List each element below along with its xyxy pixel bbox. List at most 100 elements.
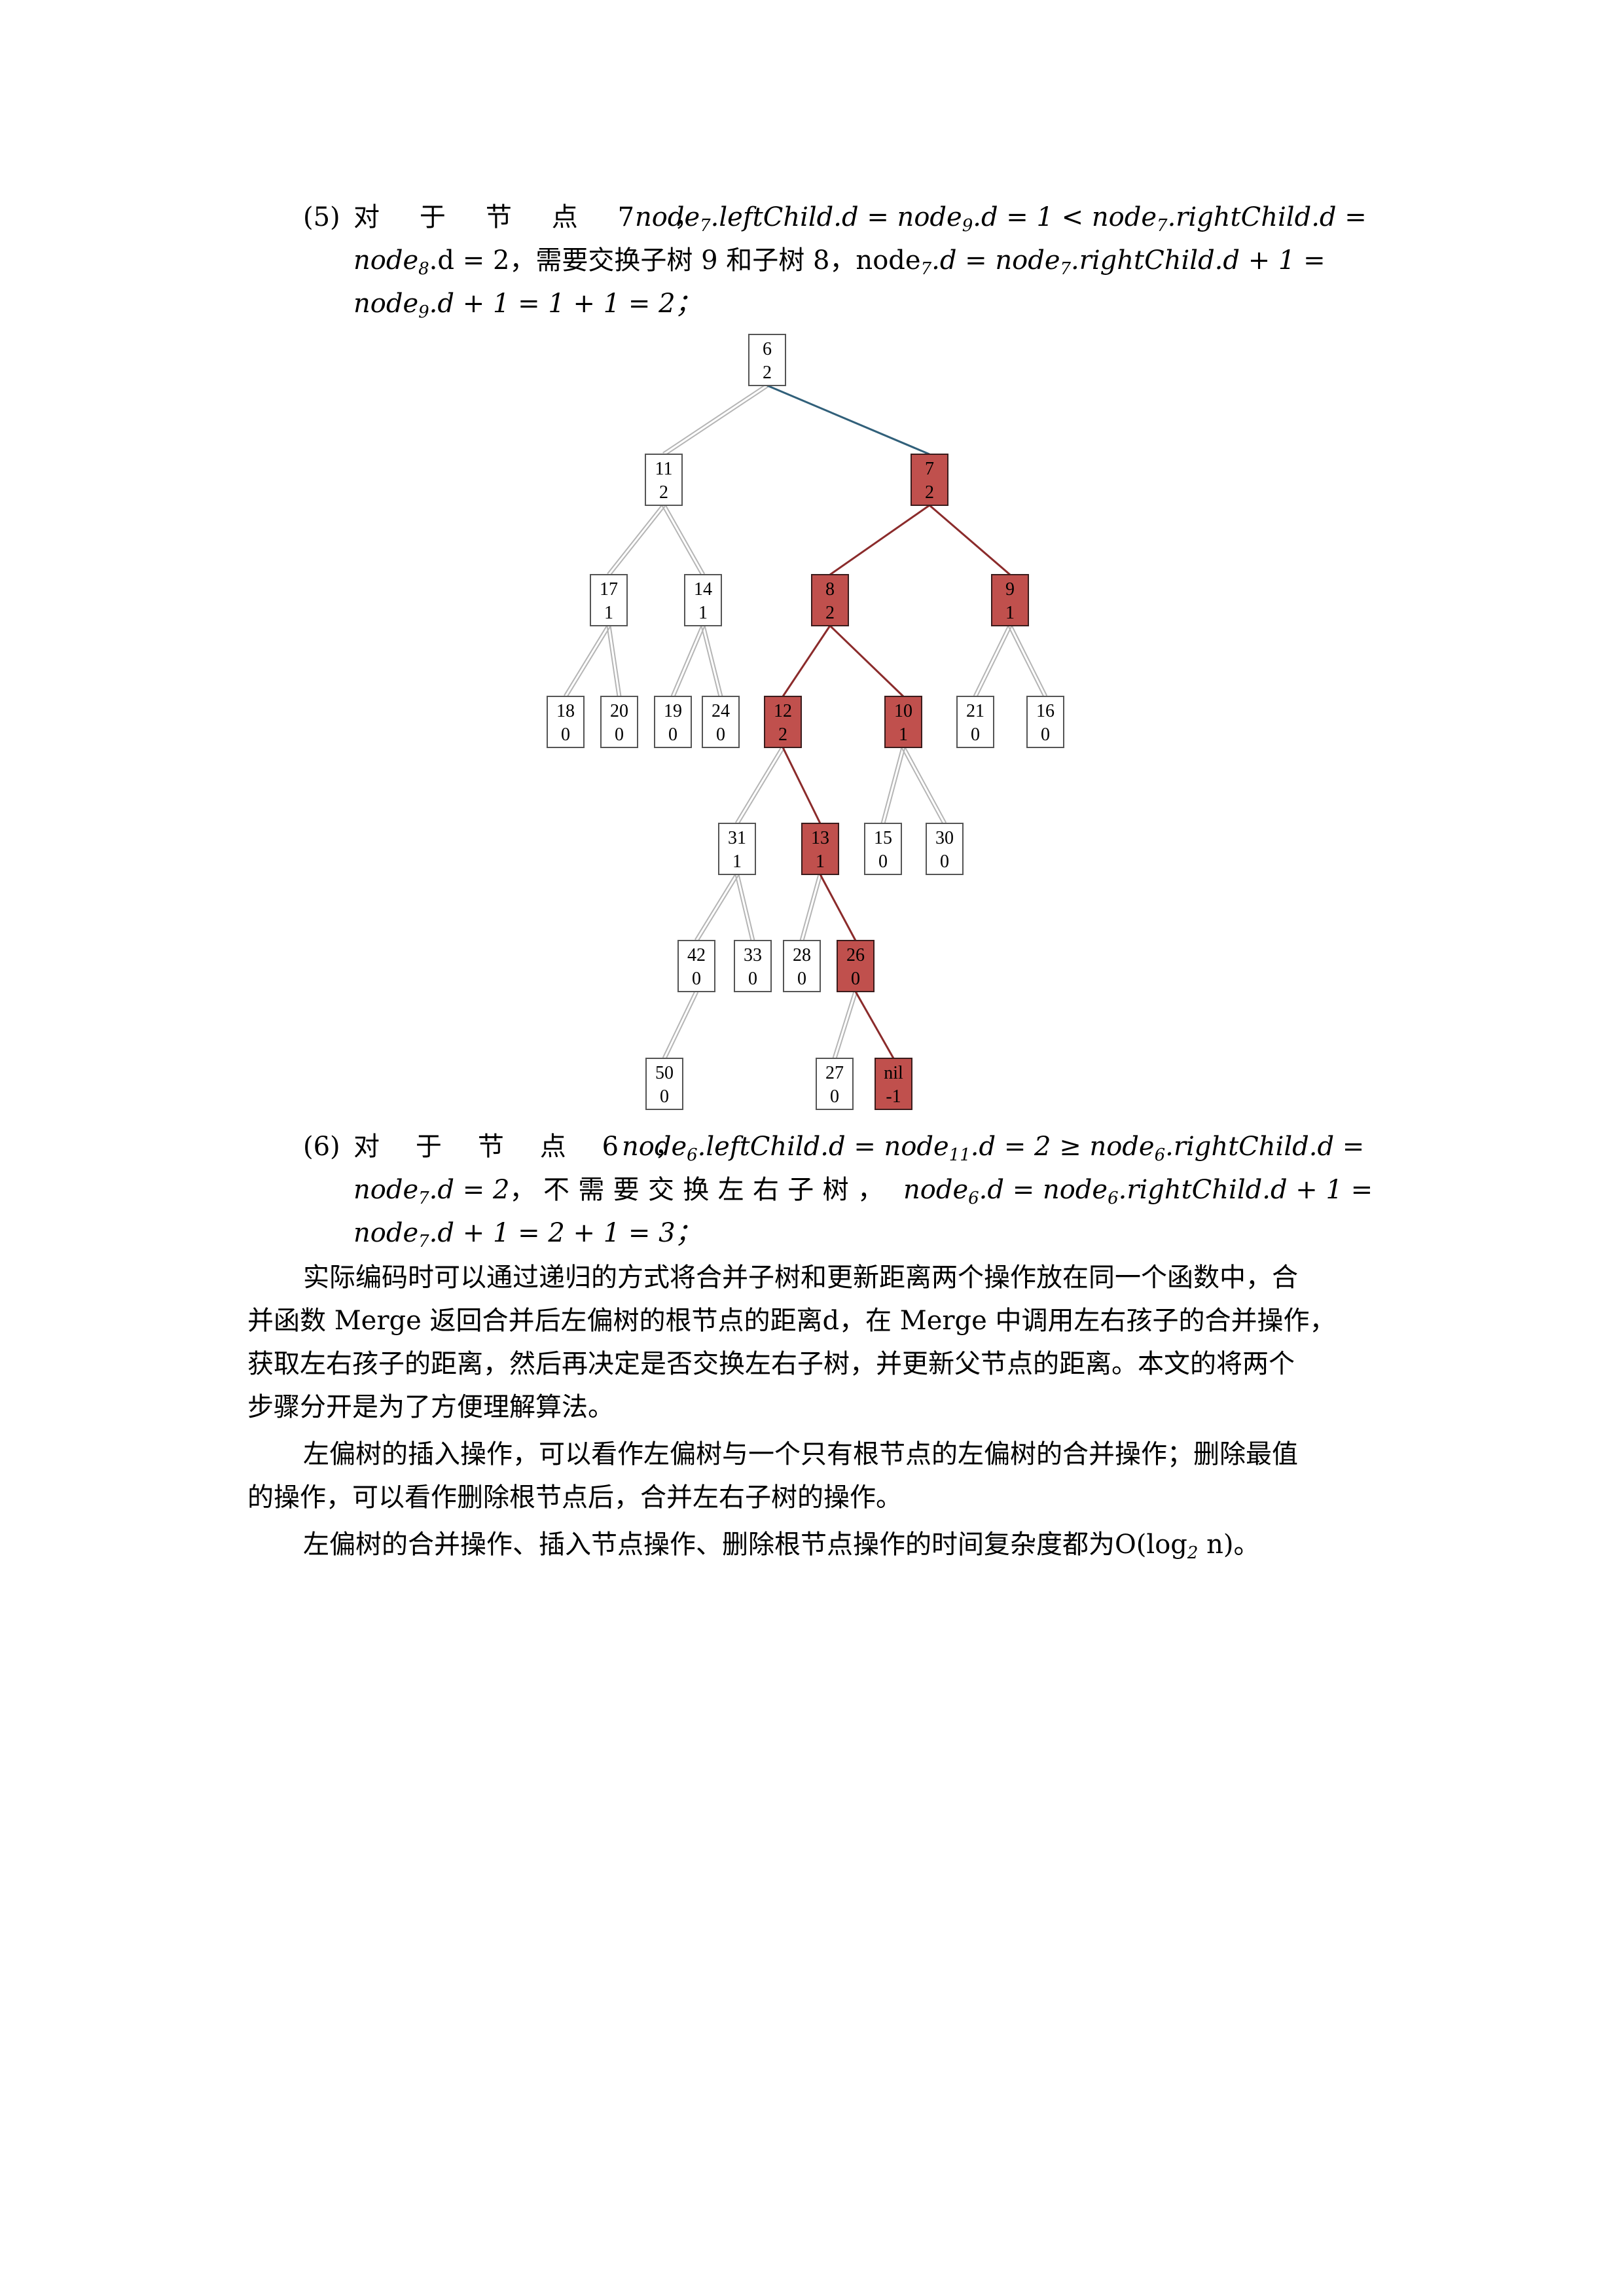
tree-edge-n13-n28 — [799, 874, 820, 941]
tree-edge-n9-n21 — [976, 626, 1013, 698]
math-text: .rightChild.d + 1 = — [1071, 245, 1326, 276]
tree-node-key: 27 — [825, 1063, 844, 1083]
tree-node-distance: 0 — [971, 725, 980, 745]
tree-node-box — [875, 1058, 912, 1110]
tree-node-27: 270 — [816, 1058, 854, 1110]
tree-node-box — [645, 454, 683, 506]
tree-node-distance: 0 — [878, 852, 888, 872]
tree-node-distance: 1 — [604, 603, 613, 623]
tree-edge-n9-n16 — [1007, 626, 1045, 698]
tree-edge-n9-n16 — [1011, 624, 1048, 696]
subscript: 9 — [418, 302, 429, 322]
tree-node-box — [677, 940, 715, 992]
item-6-line1-math: node6.leftChild.d = node11.d = 2 ≥ node6… — [622, 1126, 1364, 1176]
tree-node-box — [911, 454, 948, 506]
tree-node-box — [654, 696, 692, 748]
tree-node-9: 91 — [991, 574, 1029, 626]
tree-edge-n9-n21 — [973, 624, 1009, 696]
tree-node-distance: 2 — [925, 482, 934, 503]
tree-node-key: 15 — [874, 828, 892, 848]
math-text: .d + 1 = 2 + 1 = 3； — [429, 1218, 702, 1248]
tree-edge-n31-n33 — [734, 874, 752, 941]
tree-edge-n8-n10 — [829, 624, 905, 698]
tree-node-box — [926, 823, 964, 875]
tree-node-box — [837, 940, 875, 992]
tree-node-distance: 0 — [830, 1086, 839, 1107]
tree-edge-n6-n11 — [662, 384, 767, 454]
math-text: .d + 1 = 1 + 1 = 2； — [429, 289, 702, 319]
tree-edge-n14-n24 — [704, 625, 723, 696]
tree-node-key: 9 — [1005, 579, 1015, 600]
word: 左 — [717, 1175, 744, 1205]
subscript: 9 — [962, 216, 973, 236]
math-text: node — [353, 1175, 419, 1205]
tree-node-box — [764, 696, 802, 748]
math-text: .d = node — [979, 1175, 1108, 1205]
word: 树 — [822, 1175, 849, 1205]
tree-node-box — [734, 940, 772, 992]
tree-node-12: 122 — [764, 696, 802, 748]
subscript: 7 — [1060, 259, 1072, 279]
tree-edge-n12-n13 — [782, 747, 821, 824]
tree-node-key: 14 — [694, 579, 712, 600]
tree-node-key: 10 — [894, 701, 912, 721]
math-text: node — [622, 1132, 687, 1162]
word: 点 — [551, 202, 578, 232]
word: 换 — [683, 1175, 710, 1205]
paragraph-line: 实际编码时可以通过递归的方式将合并子树和更新距离两个操作放在同一个函数中，合 — [303, 1263, 1298, 1293]
word: 子 — [787, 1175, 814, 1205]
paragraph-line: 步骤分开是为了方便理解算法。 — [247, 1392, 614, 1422]
tree-node-box — [783, 940, 821, 992]
word: 要 — [613, 1175, 640, 1205]
subscript: 7 — [418, 1232, 429, 1251]
tree-edge-n7-n9 — [929, 504, 1011, 576]
math-text: node — [903, 1175, 969, 1205]
math-text: .leftChild.d = node — [710, 202, 962, 232]
tree-node-key: 12 — [774, 701, 792, 721]
tree-edge-n14-n19 — [670, 624, 702, 696]
math-text: node — [635, 202, 700, 232]
tree-node-key: 8 — [825, 579, 835, 600]
tree-edge-n12-n31 — [735, 746, 782, 823]
tree-node-distance: 0 — [851, 969, 860, 989]
tree-edge-n8-n12 — [782, 625, 831, 697]
word: 节 — [485, 202, 512, 232]
tree-node-key: 19 — [664, 701, 682, 721]
item-6-line3: node7.d + 1 = 2 + 1 = 3； — [353, 1212, 702, 1263]
subscript: 7 — [920, 259, 932, 279]
tree-node-distance: 0 — [1041, 725, 1050, 745]
tree-node-distance: 0 — [716, 725, 725, 745]
tree-node-box — [702, 696, 740, 748]
word: ， — [654, 1132, 681, 1162]
tree-node-nil: nil-1 — [875, 1058, 912, 1110]
tree-edge-n12-n31 — [738, 747, 785, 825]
subscript: 6 — [687, 1145, 698, 1165]
word: 对 — [353, 1132, 380, 1162]
tree-node-33: 330 — [734, 940, 772, 992]
tree-edge-n17-n20 — [609, 625, 622, 696]
tree-node-distance: 2 — [825, 603, 835, 623]
tree-edge-n11-n14 — [661, 505, 702, 576]
tree-node-10: 101 — [884, 696, 922, 748]
subscript: 8 — [418, 259, 429, 279]
tree-edge-n17-n18 — [566, 626, 611, 698]
item-5-line1-words: 对 于 节 点 7 ， — [353, 196, 700, 238]
tree-node-21: 210 — [956, 696, 994, 748]
tree-node-box — [864, 823, 902, 875]
tree-edge-n13-n28 — [803, 874, 823, 941]
tree-node-6: 62 — [748, 334, 786, 386]
math-text: .rightChild.d = — [1167, 202, 1367, 232]
item-number: (6) — [303, 1132, 340, 1162]
tree-node-box — [684, 574, 722, 626]
tree-node-distance: 2 — [659, 482, 668, 503]
word: ， — [674, 202, 700, 232]
math-text: node — [353, 289, 419, 319]
word: 对 — [353, 202, 380, 232]
word: 于 — [419, 202, 446, 232]
tree-node-box — [956, 696, 994, 748]
tree-node-key: 31 — [728, 828, 746, 848]
tree-node-8: 82 — [811, 574, 849, 626]
tree-node-box — [645, 1058, 683, 1110]
word: 7 — [617, 202, 635, 232]
tree-edge-n17-n20 — [606, 626, 619, 697]
